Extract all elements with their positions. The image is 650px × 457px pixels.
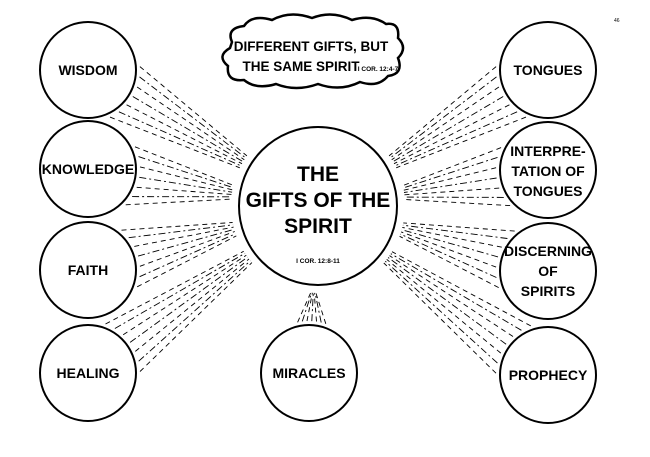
gift-label-discerning-2: OF xyxy=(538,263,558,279)
connector-line-prophecy xyxy=(383,262,497,374)
gift-node-tongues: TONGUES xyxy=(499,21,597,119)
connector-line-miracles xyxy=(314,292,322,323)
connector-line-miracles xyxy=(301,292,313,322)
gift-label-interpretation-3: TONGUES xyxy=(514,183,583,199)
connector-line-interpretation xyxy=(403,167,497,191)
gift-label-discerning-3: SPIRITS xyxy=(521,283,575,299)
connector-line-interpretation xyxy=(402,156,498,189)
banner-cloud: DIFFERENT GIFTS, BUT THE SAME SPIRIT I C… xyxy=(221,13,405,90)
gift-node-knowledge: KNOWLEDGE xyxy=(39,120,137,218)
connector-line-discerning xyxy=(402,226,502,248)
connector-line-knowledge xyxy=(139,166,233,191)
connector-line-faith xyxy=(128,224,234,239)
connector-line-tongues xyxy=(393,104,510,165)
connector-line-faith xyxy=(134,226,234,247)
gift-label-interpretation-2: TATION OF xyxy=(511,163,585,179)
connector-line-wisdom xyxy=(139,66,248,157)
gift-label-prophecy: PROPHECY xyxy=(509,367,588,383)
connector-line-tongues xyxy=(394,111,518,167)
connector-line-miracles xyxy=(297,292,312,323)
connector-line-faith xyxy=(121,222,233,231)
gift-label-interpretation-1: INTERPRE- xyxy=(510,143,586,159)
connector-line-wisdom xyxy=(118,111,242,167)
connector-line-knowledge xyxy=(125,198,232,206)
connector-line-healing xyxy=(139,262,253,372)
connector-line-knowledge xyxy=(138,156,234,189)
connector-line-wisdom xyxy=(136,86,245,161)
connector-line-miracles xyxy=(313,292,317,322)
connector-line-interpretation xyxy=(404,187,500,196)
connector-line-interpretation xyxy=(403,177,497,193)
connector-line-prophecy xyxy=(390,253,522,331)
gift-label-discerning-1: DISCERNING xyxy=(504,243,592,259)
connector-line-discerning xyxy=(400,233,497,278)
gift-node-prophecy: PROPHECY xyxy=(499,326,597,424)
connector-line-knowledge xyxy=(134,146,234,186)
gift-node-miracles: MIRACLES xyxy=(260,324,358,422)
connector-line-healing xyxy=(114,252,246,329)
connector-line-tongues xyxy=(391,86,500,161)
gift-node-faith: FAITH xyxy=(39,221,137,319)
title-line-1: THE xyxy=(297,163,339,186)
connector-line-wisdom xyxy=(139,76,246,159)
connector-line-prophecy xyxy=(384,260,498,364)
page-number: 46 xyxy=(614,18,620,24)
connector-line-faith xyxy=(139,231,235,267)
gift-label-tongues: TONGUES xyxy=(514,62,583,78)
connector-line-wisdom xyxy=(132,96,244,163)
connector-line-discerning xyxy=(402,224,508,239)
gift-node-healing: HEALING xyxy=(39,324,137,422)
gift-node-discerning: DISCERNING OF SPIRITS xyxy=(499,222,597,320)
connector-line-tongues xyxy=(390,76,497,159)
connector-line-healing xyxy=(135,258,250,352)
connector-line-faith xyxy=(139,233,236,278)
connector-line-knowledge xyxy=(139,176,233,193)
connector-line-prophecy xyxy=(387,257,507,345)
gift-label-miracles: MIRACLES xyxy=(272,365,345,381)
center-node: THE GIFTS OF THE SPIRIT I COR. 12:8-11 xyxy=(238,126,398,286)
connector-lines xyxy=(105,66,532,374)
connector-line-miracles xyxy=(306,292,313,322)
connector-line-miracles xyxy=(311,292,314,322)
connector-line-interpretation xyxy=(404,199,511,207)
connector-line-healing xyxy=(105,250,244,325)
connector-line-faith xyxy=(136,235,237,288)
connector-line-faith xyxy=(137,228,235,257)
gift-label-faith: FAITH xyxy=(68,262,108,278)
gift-label-healing: HEALING xyxy=(57,365,120,381)
title-line-2: GIFTS OF THE xyxy=(246,189,391,212)
connector-line-healing xyxy=(122,254,247,336)
connector-line-knowledge xyxy=(136,186,232,195)
gift-node-interpretation: INTERPRE- TATION OF TONGUES xyxy=(499,121,597,219)
banner-line-2: THE SAME SPIRIT xyxy=(242,59,360,74)
connector-line-tongues xyxy=(388,66,497,157)
connector-line-prophecy xyxy=(386,259,502,354)
connector-line-wisdom xyxy=(126,104,243,165)
connector-line-discerning xyxy=(400,231,497,268)
connector-line-tongues xyxy=(392,96,504,163)
connector-line-healing xyxy=(129,256,248,343)
connector-line-discerning xyxy=(403,222,515,232)
connector-line-prophecy xyxy=(389,255,514,337)
banner-line-1: DIFFERENT GIFTS, BUT xyxy=(234,39,389,54)
connector-line-healing xyxy=(138,260,251,362)
title-line-3: SPIRIT xyxy=(284,215,352,238)
gift-node-wisdom: WISDOM xyxy=(39,21,137,119)
title-reference: I COR. 12:8-11 xyxy=(296,258,340,265)
connector-line-discerning xyxy=(401,229,499,258)
gift-label-knowledge: KNOWLEDGE xyxy=(42,161,135,177)
gift-label-wisdom: WISDOM xyxy=(58,62,117,78)
banner-reference: I COR. 12:4-7 xyxy=(358,66,399,73)
connector-line-discerning xyxy=(399,235,499,288)
